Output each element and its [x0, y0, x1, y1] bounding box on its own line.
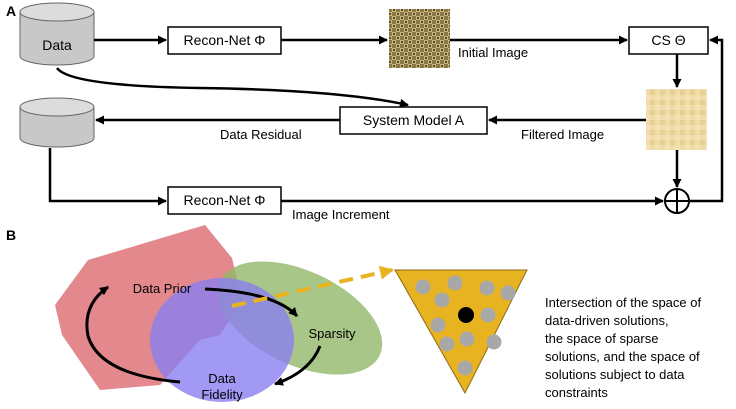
- recon-net-bottom-label: Recon-Net Φ: [184, 192, 266, 208]
- description-line-2: data-driven solutions,: [545, 313, 669, 328]
- data-prior-label: Data Prior: [133, 281, 192, 296]
- description-line-4: solutions, and the space of: [545, 349, 700, 364]
- filtered-image-label: Filtered Image: [521, 127, 604, 142]
- dashed-arrow-to-intersection: [231, 265, 394, 308]
- data-cylinder-label: Data: [42, 37, 72, 53]
- recon-net-top-box: [167, 26, 282, 55]
- cs-box-label: CS Θ: [651, 32, 685, 48]
- panel-b-label: B: [6, 227, 16, 243]
- image-increment-label: Image Increment: [292, 207, 390, 222]
- system-model-box: [339, 106, 488, 135]
- optimal-solution-dot: [458, 307, 474, 323]
- residual-cylinder: [19, 97, 95, 148]
- filtered-image-thumbnail: [646, 89, 707, 150]
- data-residual-label: Data Residual: [220, 127, 302, 142]
- recon-net-top-label: Recon-Net Φ: [184, 32, 266, 48]
- cs-box: [628, 26, 709, 55]
- panel-a-label: A: [6, 3, 16, 19]
- arrow-sum-feedback-to-cs: [689, 35, 724, 203]
- sum-node: [664, 188, 690, 214]
- initial-image-label: Initial Image: [458, 45, 528, 60]
- arrow-data-to-system: [55, 67, 409, 108]
- candidate-solution-dots: [415, 275, 516, 376]
- data-fidelity-label-line2: Fidelity: [201, 387, 243, 402]
- description-line-1: Intersection of the space of: [545, 295, 701, 310]
- initial-image-thumbnail: [389, 9, 450, 68]
- intersection-wedge: [394, 269, 528, 395]
- sparsity-label: Sparsity: [309, 326, 356, 341]
- data-fidelity-label-line1: Data: [208, 371, 236, 386]
- arrow-sparsity-to-fidelity: [274, 345, 322, 386]
- data-fidelity-region: [150, 278, 294, 402]
- arrow-fidelity-to-prior: [85, 285, 181, 384]
- description-line-3: the space of sparse: [545, 331, 658, 346]
- data-cylinder: [19, 2, 95, 66]
- description-line-6: constraints: [545, 385, 608, 400]
- system-model-label: System Model A: [363, 112, 465, 128]
- description-line-5: solutions subject to data: [545, 367, 685, 382]
- arrow-residual-to-recon: [48, 148, 167, 206]
- data-prior-region: [55, 225, 242, 390]
- intersection-description: Intersection of the space of data-driven…: [545, 295, 701, 400]
